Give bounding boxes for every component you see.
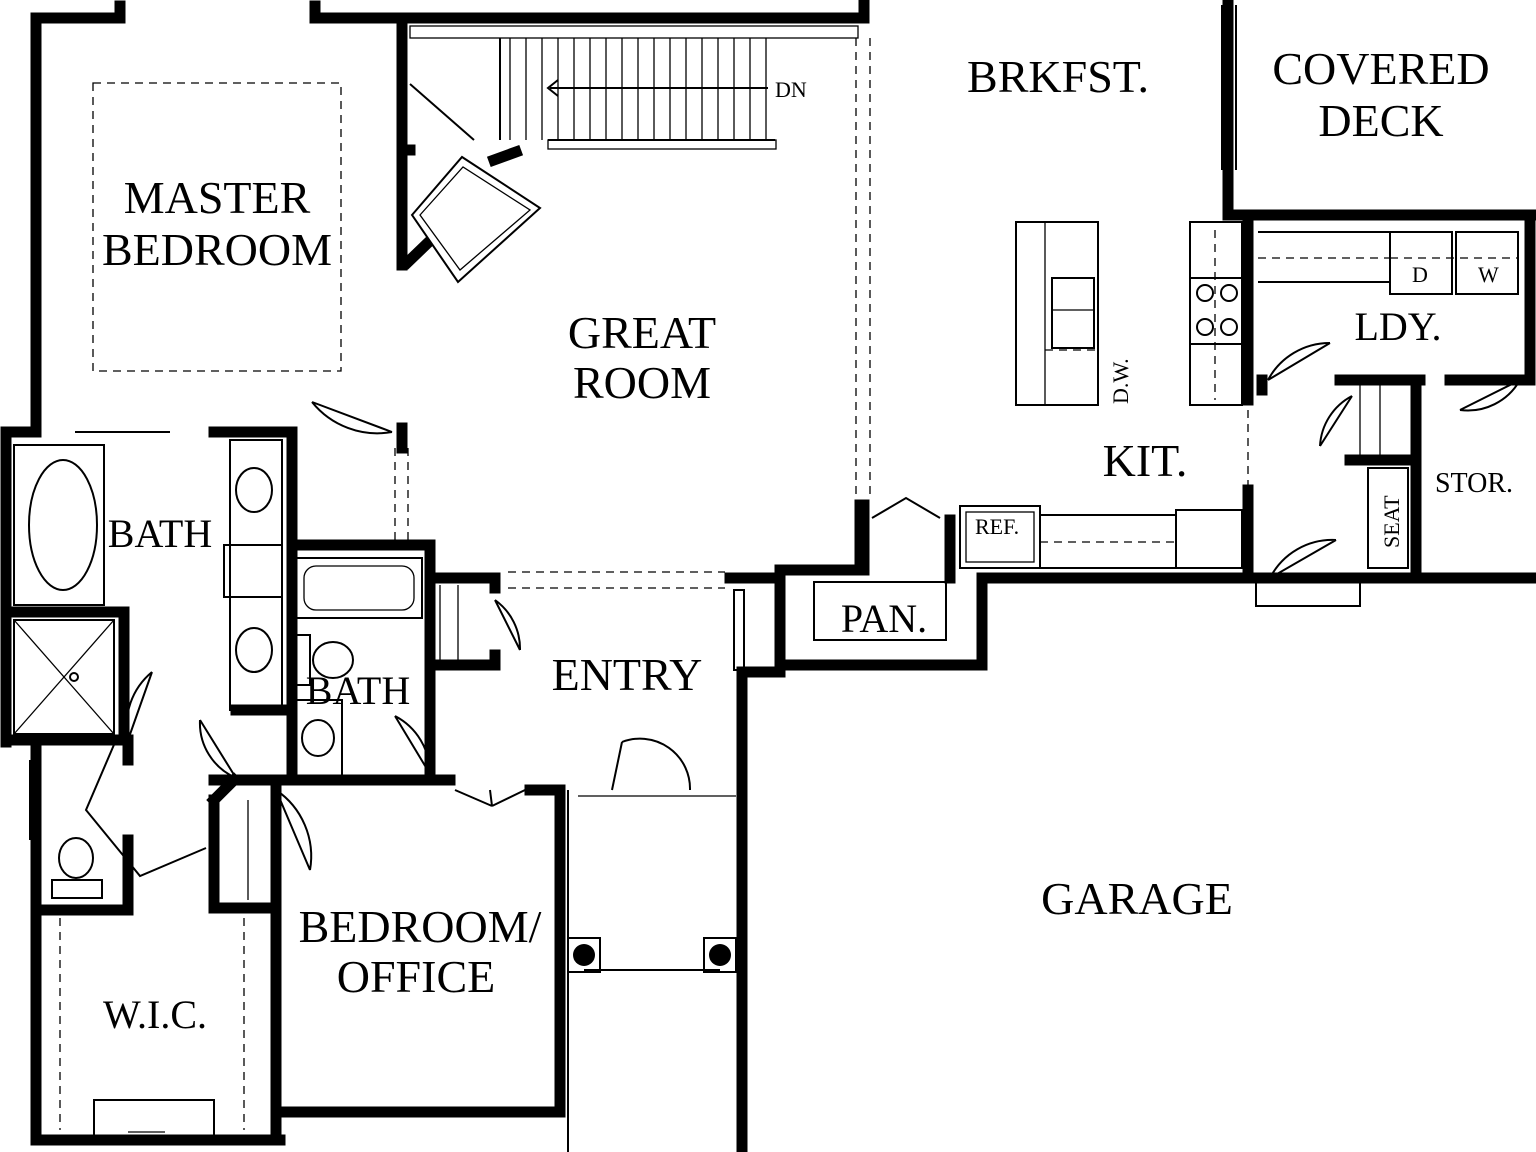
doors <box>84 341 1521 878</box>
stair-arrow-head-icon <box>546 79 559 97</box>
great-room-label-line2: ROOM <box>573 357 711 408</box>
covered-deck-label-line2: DECK <box>1318 95 1443 146</box>
front-porch <box>567 790 737 1152</box>
laundry-appliances: D W <box>1258 231 1519 295</box>
toilet-icon <box>312 641 354 679</box>
refrigerator: REF. <box>959 505 1243 569</box>
staircase: DN <box>409 19 859 150</box>
pantry-label: PAN. <box>841 596 927 641</box>
shower-icon <box>13 619 115 735</box>
range-counter <box>1189 221 1243 406</box>
toilet-icon <box>51 837 103 899</box>
tray-ceiling-outline <box>92 82 342 372</box>
dishwasher-label: D.W. <box>1108 358 1133 404</box>
master-bedroom-label-line1: MASTER <box>124 172 311 223</box>
dryer-label: D <box>1412 262 1428 287</box>
bathtub-icon <box>13 444 105 606</box>
cooktop-icon <box>1189 277 1243 345</box>
covered-deck-label-line1: COVERED <box>1272 43 1489 94</box>
washer-icon <box>1455 231 1519 295</box>
closet-shelves <box>59 800 249 1137</box>
laundry-label: LDY. <box>1354 304 1441 349</box>
dryer-icon <box>1389 231 1453 295</box>
fireplace-icon <box>410 155 542 284</box>
kitchen-label: KIT. <box>1103 435 1188 486</box>
great-room-label-line1: GREAT <box>568 307 716 358</box>
sink-icon <box>235 467 273 513</box>
kitchen-island <box>1015 221 1099 406</box>
refrigerator-label: REF. <box>975 514 1019 539</box>
hall-bath-label: BATH <box>306 668 410 713</box>
breakfast-label: BRKFST. <box>967 51 1149 102</box>
stair-direction-label: DN <box>775 77 807 102</box>
hall-bath-fixtures <box>295 557 459 777</box>
master-bath-label: BATH <box>108 511 212 556</box>
bathtub-icon <box>295 557 423 619</box>
garage-label: GARAGE <box>1041 873 1233 924</box>
sink-icon <box>1051 277 1095 349</box>
bedroom-office-label-line1: BEDROOM/ <box>299 901 542 952</box>
seat-label: SEAT <box>1379 495 1404 548</box>
seat-bench <box>1367 467 1409 569</box>
pantry-shelf <box>813 581 947 641</box>
room-labels: MASTER BEDROOM GREAT ROOM BRKFST. COVERE… <box>102 43 1513 1037</box>
sink-icon <box>301 719 335 757</box>
bedroom-office-label-line2: OFFICE <box>337 951 495 1002</box>
washer-label: W <box>1478 262 1499 287</box>
master-bedroom-label-line2: BEDROOM <box>102 224 332 275</box>
storage-label: STOR. <box>1435 468 1513 499</box>
sink-icon <box>235 627 273 673</box>
walk-in-closet-label: W.I.C. <box>103 992 207 1037</box>
entry-label: ENTRY <box>552 649 703 700</box>
porch-column-icon <box>573 944 595 966</box>
porch-column-icon <box>709 944 731 966</box>
master-vanity <box>223 439 283 711</box>
